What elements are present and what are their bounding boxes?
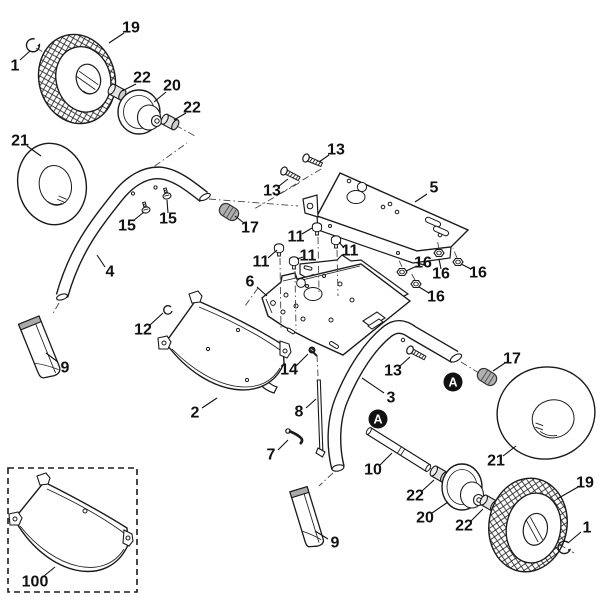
callout-12: 12 [134,322,152,339]
part-100-deflector [8,472,134,573]
callout-22-2: 22 [183,100,201,117]
callout-15-2: 15 [159,211,177,228]
callout-19-2: 19 [576,475,594,492]
marker-a-label: A [373,413,382,427]
part-9-grip-left [17,315,61,379]
callout-8: 8 [295,404,304,421]
callout-9-2: 9 [331,535,340,552]
part-11-screw [273,243,285,257]
part-10-axle [365,426,432,473]
callout-4: 4 [106,264,115,281]
callout-3: 3 [387,390,396,407]
part-5-top-plate [302,172,470,264]
part-21-tire-right [496,366,596,460]
part-19-wheel-right [488,477,568,573]
part-16-nut [452,257,464,267]
part-16-nut [433,248,445,258]
callout-1-2: 1 [583,520,592,537]
callout-20-2: 20 [416,510,434,527]
callout-19-1: 19 [122,20,140,37]
part-21-tire-left [16,142,88,226]
callout-6: 6 [246,274,255,291]
alignment-lines [51,168,480,487]
part-9-grip-bottom [289,485,325,548]
callout-21-1: 21 [11,133,29,150]
part-1-clip-left [25,38,41,53]
callout-100: 100 [22,574,49,591]
part-16-nut [410,279,422,289]
callout-17-1: 17 [241,220,259,237]
marker-a-right: A [443,372,463,392]
callout-22-3: 22 [406,488,424,505]
callout-22-1: 22 [133,70,151,87]
callout-16-2: 16 [432,266,450,283]
marker-a-label: A [448,376,457,390]
part-20-hub-left [117,89,163,135]
part-16-nut [396,267,408,277]
callout-11-3: 11 [300,248,317,265]
callout-21-2: 21 [487,453,505,470]
inset-box [7,467,138,593]
callout-16-4: 16 [427,289,445,306]
callout-2: 2 [191,405,200,422]
part-11-screw [311,222,323,236]
callout-17-2: 17 [503,351,521,368]
callout-7: 7 [267,447,276,464]
marker-a-left: A [368,409,388,429]
callout-11-4: 11 [253,254,270,271]
part-7-pin [285,428,304,445]
part-4-handle-tube [55,166,211,301]
callout-14: 14 [280,362,298,379]
part-12-clip [163,305,173,315]
callout-10: 10 [364,462,382,479]
part-15-screw [162,187,172,200]
part-13-screw [302,153,324,168]
part-11-screw [330,235,342,249]
callout-11-2: 11 [342,243,359,260]
callout-1-1: 1 [11,58,20,75]
part-8-rod [315,379,326,458]
callout-13-1: 13 [327,142,345,159]
part-1-clip-right [557,540,572,555]
part-14-screw [308,346,318,357]
callout-16-1: 16 [414,255,432,272]
part-15-screw [141,201,151,214]
part-22-bushing [107,83,127,101]
callout-5: 5 [430,180,439,197]
callouts: 19 1 22 20 22 21 13 13 5 15 15 17 4 11 1… [11,20,594,591]
part-13-screw [280,166,301,182]
callout-13-3: 13 [384,363,402,380]
part-13-screw [406,345,427,361]
part-17-cap-left [218,202,240,222]
part-17-cap-right [476,367,498,387]
part-11-screw [288,256,300,270]
callout-11-1: 11 [288,229,305,246]
callout-22-4: 22 [455,518,473,535]
callout-20-1: 20 [163,78,181,95]
leader-lines [19,32,582,577]
part-19-wheel-left [37,33,117,125]
part-20-hub-right [441,463,485,511]
part-3-handle-tube [327,320,463,472]
callout-16-3: 16 [469,265,487,282]
part-2-deflector [157,290,292,391]
callout-13-2: 13 [263,183,281,200]
part-22-bushing [160,113,180,131]
callout-15-1: 15 [118,218,136,235]
part-6-bottom-plate [261,263,412,356]
callout-9-1: 9 [61,360,70,377]
